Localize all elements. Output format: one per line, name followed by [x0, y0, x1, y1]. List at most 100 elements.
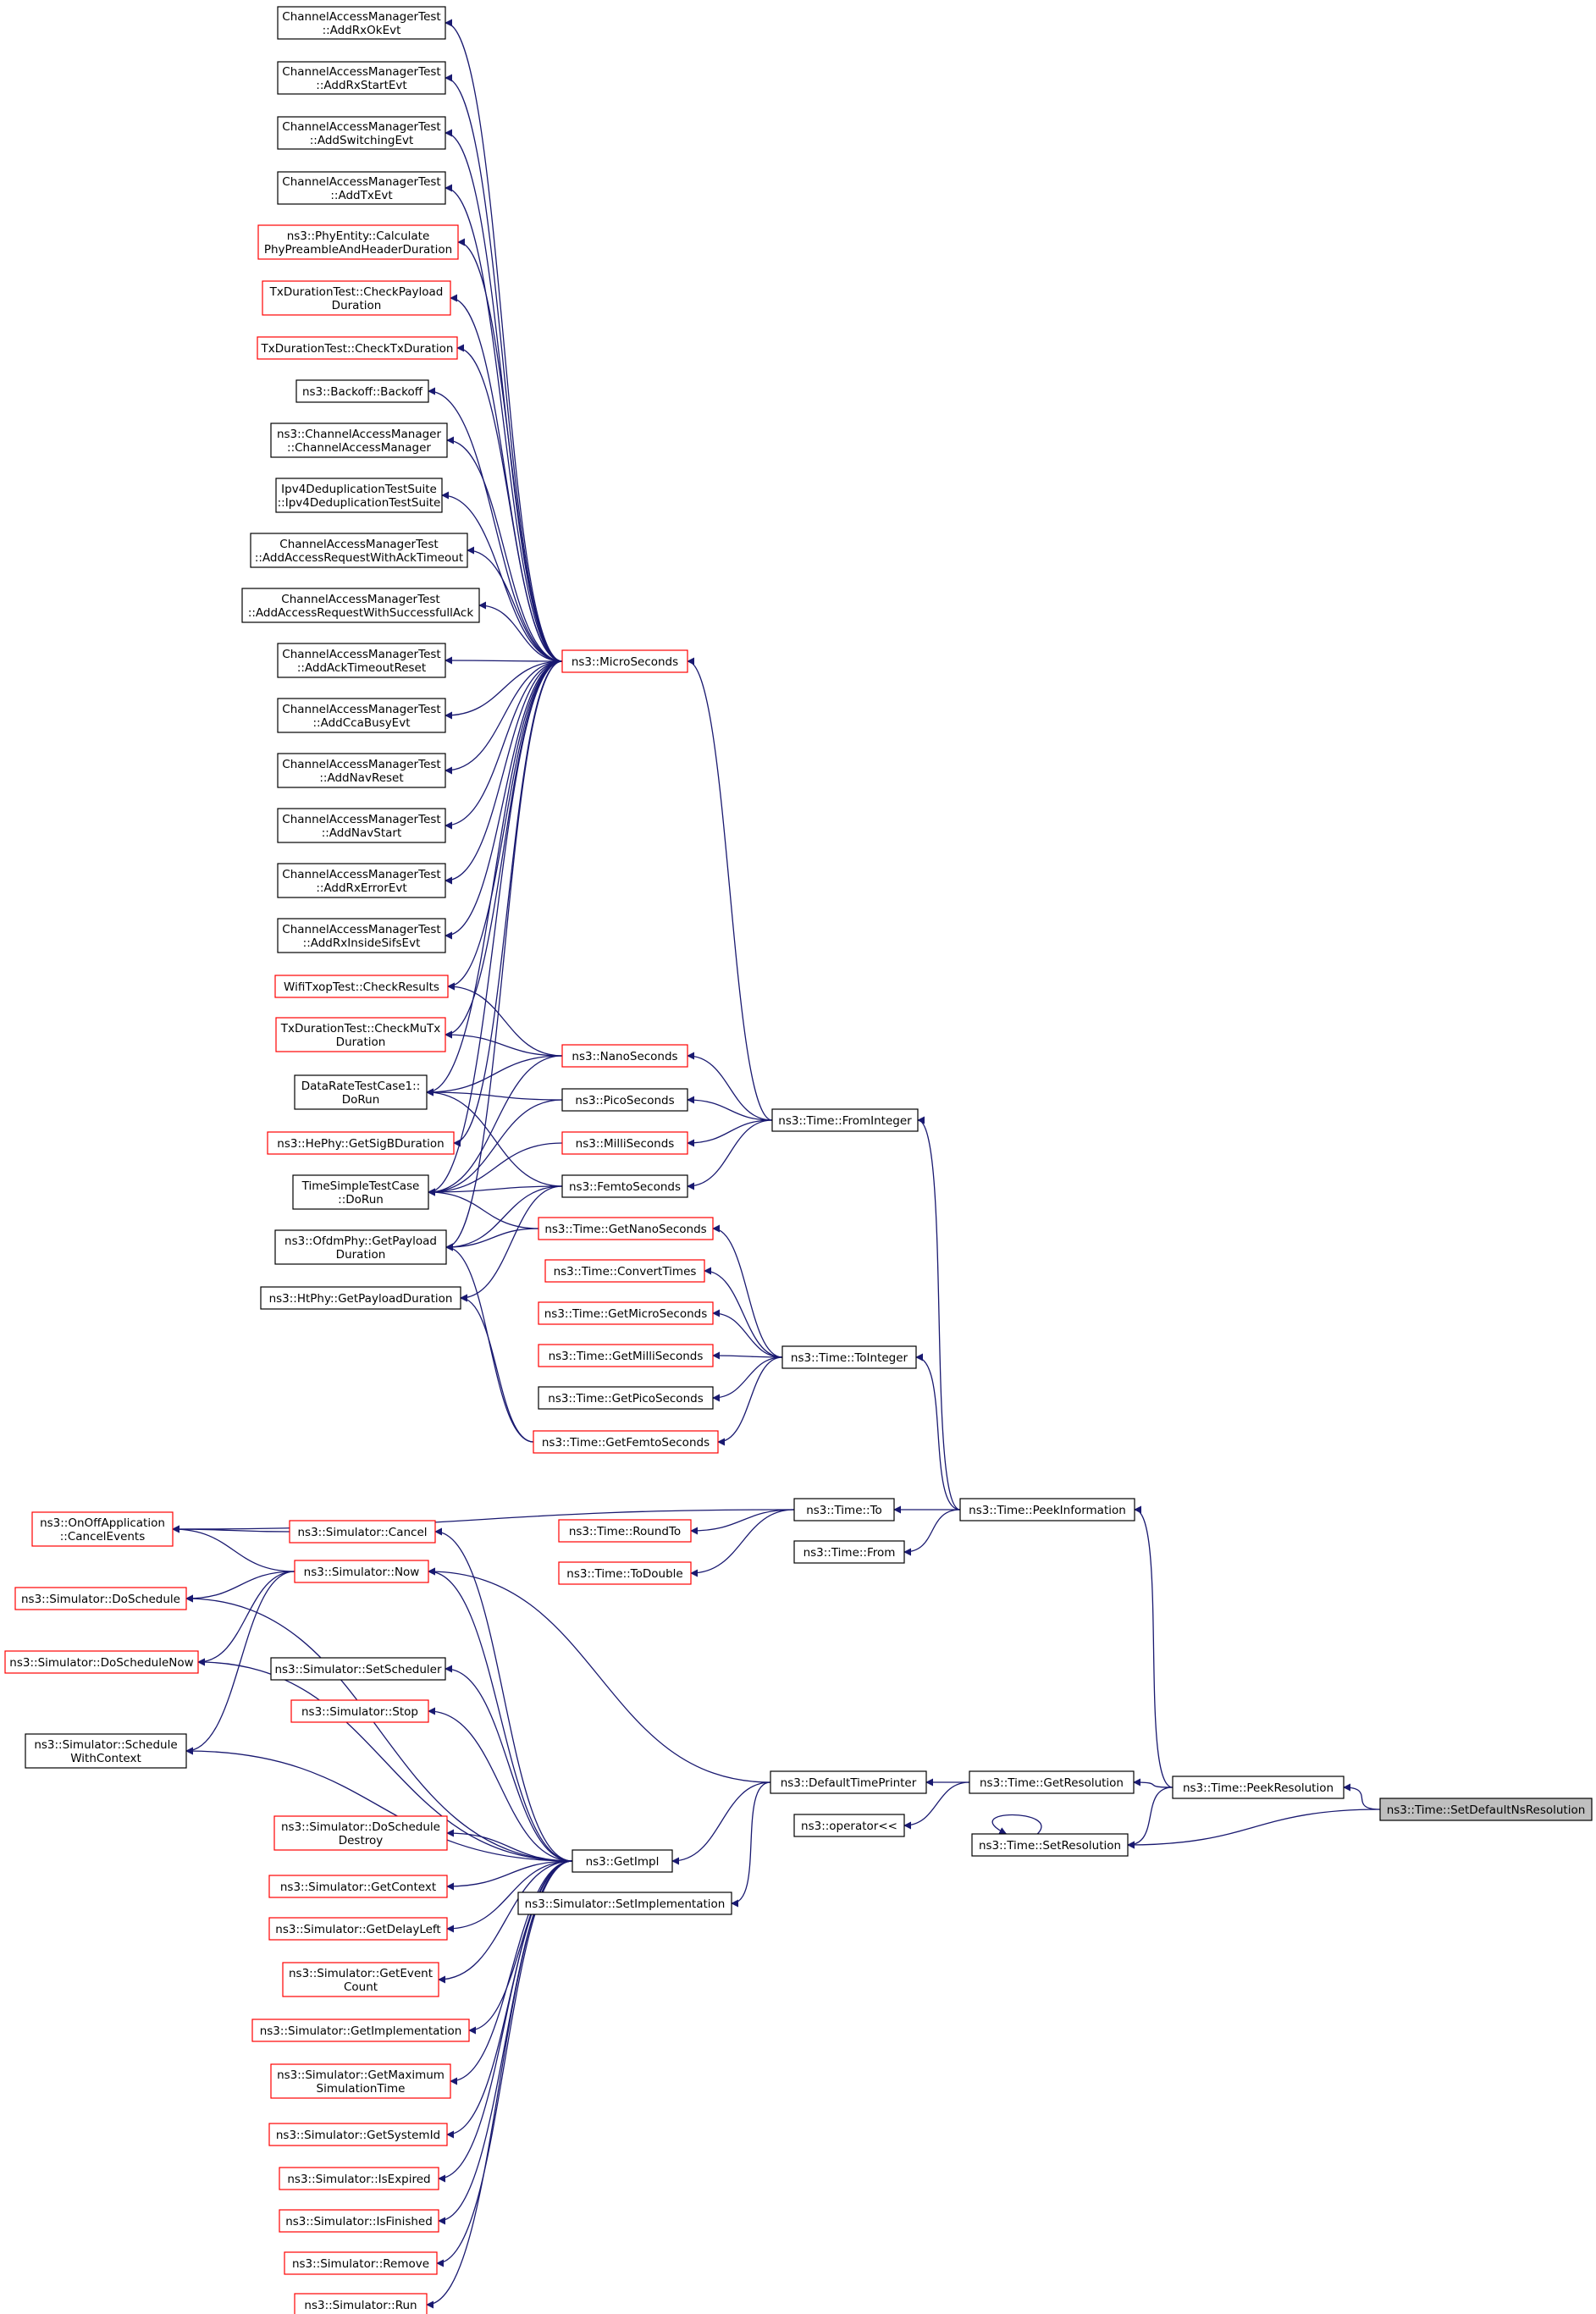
graph-node-n7[interactable]: TxDurationTest::CheckTxDuration [257, 336, 458, 360]
node-label: ChannelAccessManagerTest [282, 868, 440, 881]
call-edge-gi-swc [185, 1747, 573, 1862]
graph-node-n2[interactable]: ChannelAccessManagerTest::AddRxStartEvt [277, 61, 446, 95]
node-box [561, 1131, 688, 1155]
node-box [793, 1540, 905, 1564]
graph-node-rt[interactable]: ns3::Time::RoundTo [558, 1519, 692, 1543]
graph-node-n15[interactable]: ChannelAccessManagerTest::AddNavReset [277, 753, 446, 788]
graph-node-pr[interactable]: ns3::Time::PeekResolution [1172, 1776, 1345, 1799]
graph-node-n8[interactable]: ns3::Backoff::Backoff [295, 379, 429, 403]
graph-node-m9[interactable]: ns3::Time::GetMilliSeconds [538, 1344, 714, 1367]
node-label: ns3::Simulator::Cancel [297, 1526, 427, 1539]
node-label: ns3::Simulator::GetImplementation [260, 2024, 462, 2038]
graph-node-sr[interactable]: ns3::Time::SetResolution [971, 1833, 1129, 1857]
graph-node-si[interactable]: ns3::Simulator::SetImplementation [517, 1892, 732, 1915]
node-box [793, 1498, 895, 1521]
graph-node-sif[interactable]: ns3::Simulator::IsFinished [279, 2209, 439, 2233]
graph-node-sgi[interactable]: ns3::Simulator::GetImplementation [251, 2019, 470, 2042]
graph-node-n5[interactable]: ns3::PhyEntity::CalculatePhyPreambleAndH… [257, 224, 459, 260]
graph-node-n11[interactable]: ChannelAccessManagerTest::AddAccessReque… [250, 533, 468, 568]
graph-node-n10[interactable]: Ipv4DeduplicationTestSuite::Ipv4Deduplic… [275, 478, 443, 513]
graph-node-n4[interactable]: ChannelAccessManagerTest::AddTxEvt [277, 171, 446, 205]
graph-node-n17[interactable]: ChannelAccessManagerTest::AddRxErrorEvt [277, 863, 446, 898]
graph-node-sn[interactable]: ns3::Simulator::Now [294, 1560, 429, 1583]
graph-node-n18[interactable]: ChannelAccessManagerTest::AddRxInsideSif… [277, 918, 446, 953]
call-edge-pi-ti [915, 1353, 961, 1510]
graph-node-n23[interactable]: TimeSimpleTestCase::DoRun [292, 1174, 429, 1210]
graph-node-sgs[interactable]: ns3::Simulator::GetSystemId [268, 2123, 448, 2146]
graph-node-m2[interactable]: ns3::NanoSeconds [561, 1044, 688, 1068]
node-box [781, 1345, 917, 1369]
graph-node-n16[interactable]: ChannelAccessManagerTest::AddNavStart [277, 808, 446, 843]
graph-node-m10[interactable]: ns3::Time::GetPicoSeconds [538, 1386, 714, 1410]
graph-node-m7[interactable]: ns3::Time::ConvertTimes [544, 1259, 705, 1283]
graph-node-ds[interactable]: ns3::Simulator::DoSchedule [14, 1587, 187, 1610]
node-box [538, 1386, 714, 1410]
graph-node-n21[interactable]: DataRateTestCase1::DoRun [294, 1074, 428, 1110]
graph-node-m11[interactable]: ns3::Time::GetFemtoSeconds [533, 1430, 719, 1454]
node-box [538, 1301, 714, 1325]
graph-node-ss[interactable]: ns3::Simulator::SetScheduler [270, 1657, 446, 1681]
node-box [289, 1520, 436, 1544]
graph-node-pi[interactable]: ns3::Time::PeekInformation [959, 1498, 1135, 1521]
node-label: ::ChannelAccessManager [287, 441, 431, 455]
graph-node-st[interactable]: ns3::Simulator::Stop [290, 1699, 429, 1723]
node-box [561, 1044, 688, 1068]
graph-node-ti[interactable]: ns3::Time::ToInteger [781, 1345, 917, 1369]
graph-node-sc[interactable]: ns3::Simulator::Cancel [289, 1520, 436, 1544]
call-edge-dtp-sn [428, 1567, 771, 1783]
graph-node-fi[interactable]: ns3::Time::FromInteger [771, 1108, 919, 1132]
graph-node-td[interactable]: ns3::Time::ToDouble [558, 1561, 692, 1585]
graph-node-fr[interactable]: ns3::Time::From [793, 1540, 905, 1564]
graph-node-n14[interactable]: ChannelAccessManagerTest::AddCcaBusyEvt [277, 698, 446, 733]
node-box [793, 1814, 905, 1837]
node-label: ns3::Time::FromInteger [778, 1114, 912, 1128]
graph-node-sgd[interactable]: ns3::Simulator::GetDelayLeft [268, 1917, 448, 1941]
graph-node-srm[interactable]: ns3::Simulator::Remove [284, 2251, 438, 2275]
graph-node-dsn[interactable]: ns3::Simulator::DoScheduleNow [4, 1650, 199, 1674]
graph-node-gi[interactable]: ns3::GetImpl [572, 1849, 673, 1873]
graph-node-n1[interactable]: ChannelAccessManagerTest::AddRxOkEvt [277, 6, 446, 40]
graph-node-n25[interactable]: ns3::HtPhy::GetPayloadDuration [260, 1286, 461, 1310]
node-label: ns3::NanoSeconds [572, 1050, 677, 1063]
call-edge-m1-n20 [445, 660, 563, 1039]
call-edge-fi-m5 [687, 1119, 773, 1190]
graph-node-dtp[interactable]: ns3::DefaultTimePrinter [770, 1770, 927, 1794]
graph-node-n22[interactable]: ns3::HePhy::GetSigBDuration [267, 1131, 455, 1155]
node-label: ns3::Time::SetDefaultNsResolution [1387, 1803, 1586, 1817]
graph-node-m3[interactable]: ns3::PicoSeconds [561, 1088, 688, 1112]
graph-node-n24[interactable]: ns3::OfdmPhy::GetPayloadDuration [274, 1229, 447, 1265]
graph-node-sie[interactable]: ns3::Simulator::IsExpired [279, 2167, 439, 2190]
graph-node-oo[interactable]: ns3::OnOffApplication::CancelEvents [31, 1511, 174, 1547]
node-box [277, 61, 446, 95]
graph-node-n12[interactable]: ChannelAccessManagerTest::AddAccessReque… [241, 588, 480, 623]
graph-node-m5[interactable]: ns3::FemtoSeconds [561, 1174, 688, 1198]
graph-node-to[interactable]: ns3::Time::To [793, 1498, 895, 1521]
node-box [969, 1770, 1135, 1794]
graph-node-m1[interactable]: ns3::MicroSeconds [561, 649, 688, 673]
call-edge-gi-sgd [446, 1860, 573, 1933]
node-label: ChannelAccessManagerTest [282, 758, 440, 771]
graph-node-srn[interactable]: ns3::Simulator::Run [294, 2293, 428, 2314]
graph-node-m8[interactable]: ns3::Time::GetMicroSeconds [538, 1301, 714, 1325]
graph-node-n3[interactable]: ChannelAccessManagerTest::AddSwitchingEv… [277, 116, 446, 150]
call-edge-gi-st [428, 1707, 573, 1862]
graph-node-n19[interactable]: WifiTxopTest::CheckResults [274, 975, 449, 998]
graph-node-n9[interactable]: ns3::ChannelAccessManager::ChannelAccess… [270, 422, 448, 458]
node-box [544, 1259, 705, 1283]
graph-node-op[interactable]: ns3::operator<< [793, 1814, 905, 1837]
graph-node-m6[interactable]: ns3::Time::GetNanoSeconds [538, 1217, 714, 1240]
node-label: ChannelAccessManagerTest [282, 923, 440, 936]
graph-node-m4[interactable]: ns3::MilliSeconds [561, 1131, 688, 1155]
graph-node-gr[interactable]: ns3::Time::GetResolution [969, 1770, 1135, 1794]
node-box [250, 533, 468, 568]
node-label: ns3::MilliSeconds [576, 1137, 675, 1151]
graph-node-n13[interactable]: ChannelAccessManagerTest::AddAckTimeoutR… [277, 643, 446, 678]
graph-node-sgc[interactable]: ns3::Simulator::GetContext [268, 1875, 448, 1898]
call-edge-m1-n1 [445, 19, 563, 662]
